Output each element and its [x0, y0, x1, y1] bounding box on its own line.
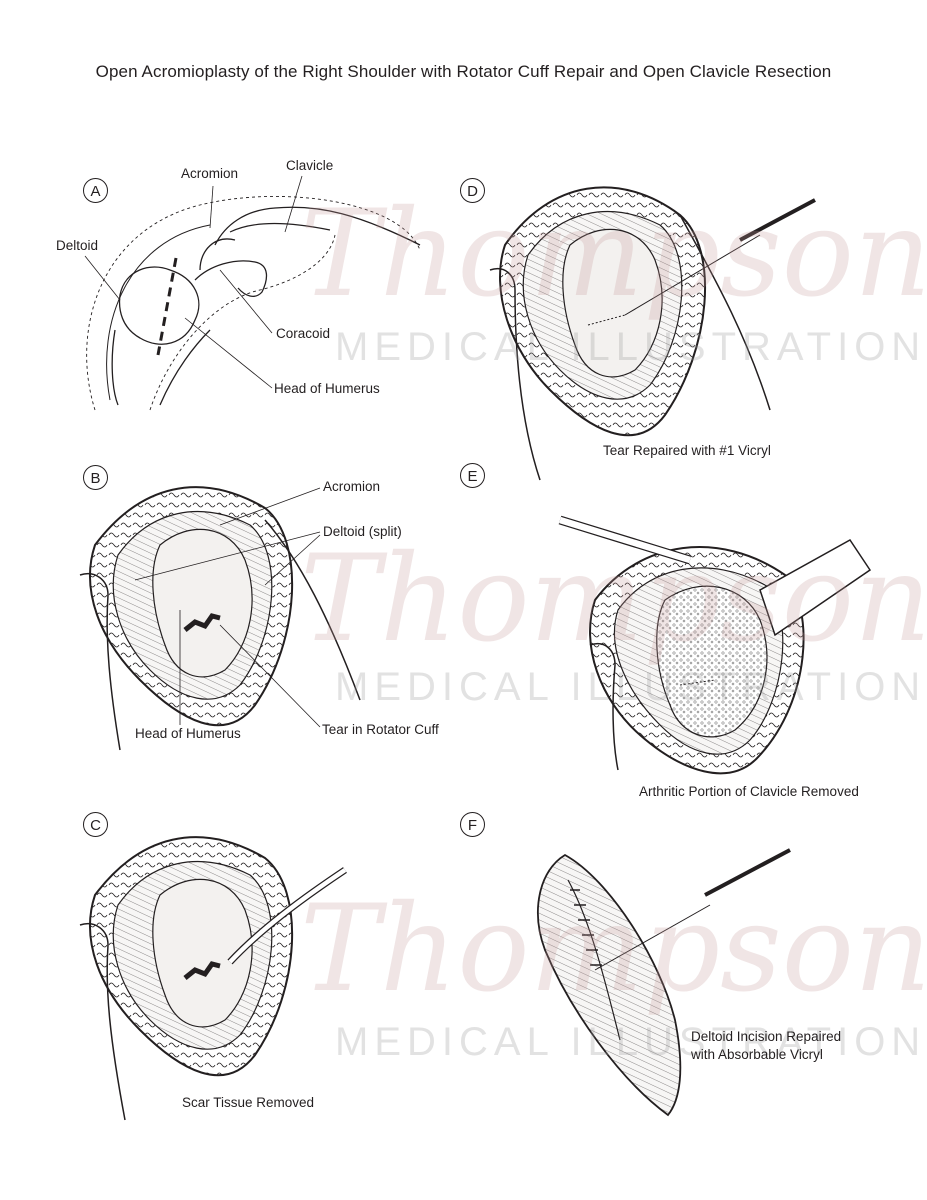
caption-d: Tear Repaired with #1 Vicryl	[603, 443, 771, 458]
label-clavicle: Clavicle	[286, 158, 334, 173]
panel-f-wound	[537, 848, 791, 1117]
label-tear-rotator-cuff: Tear in Rotator Cuff	[322, 722, 439, 737]
panel-e-wound	[558, 515, 872, 775]
caption-c: Scar Tissue Removed	[182, 1095, 315, 1110]
panel-a-leaders	[84, 175, 303, 389]
label-coracoid: Coracoid	[276, 326, 331, 341]
page-title: Open Acromioplasty of the Right Shoulder…	[95, 62, 832, 81]
panel-letter-e: E	[460, 463, 485, 488]
panel-letter-d: D	[460, 178, 485, 203]
label-deltoid-split: Deltoid (split)	[323, 524, 402, 539]
panel-letter-f: F	[460, 812, 485, 837]
panel-b-wound	[79, 486, 361, 751]
caption-f-line2: with Absorbable Vicryl	[691, 1047, 823, 1062]
panel-letter-c: C	[83, 812, 108, 837]
label-acromion-b: Acromion	[323, 479, 381, 494]
caption-e: Arthritic Portion of Clavicle Removed	[639, 784, 859, 799]
caption-f-line1: Deltoid Incision Repaired	[691, 1029, 842, 1044]
label-deltoid: Deltoid	[56, 238, 99, 253]
label-head-of-humerus: Head of Humerus	[274, 381, 380, 396]
label-head-of-humerus-b: Head of Humerus	[135, 726, 241, 741]
panel-b-leaders	[134, 487, 321, 728]
panel-a-anatomy	[86, 195, 421, 411]
label-acromion: Acromion	[181, 166, 239, 181]
panel-d-wound	[489, 186, 816, 481]
panel-c-wound	[79, 836, 347, 1121]
panel-letter-b: B	[83, 465, 108, 490]
panel-letter-a: A	[83, 178, 108, 203]
